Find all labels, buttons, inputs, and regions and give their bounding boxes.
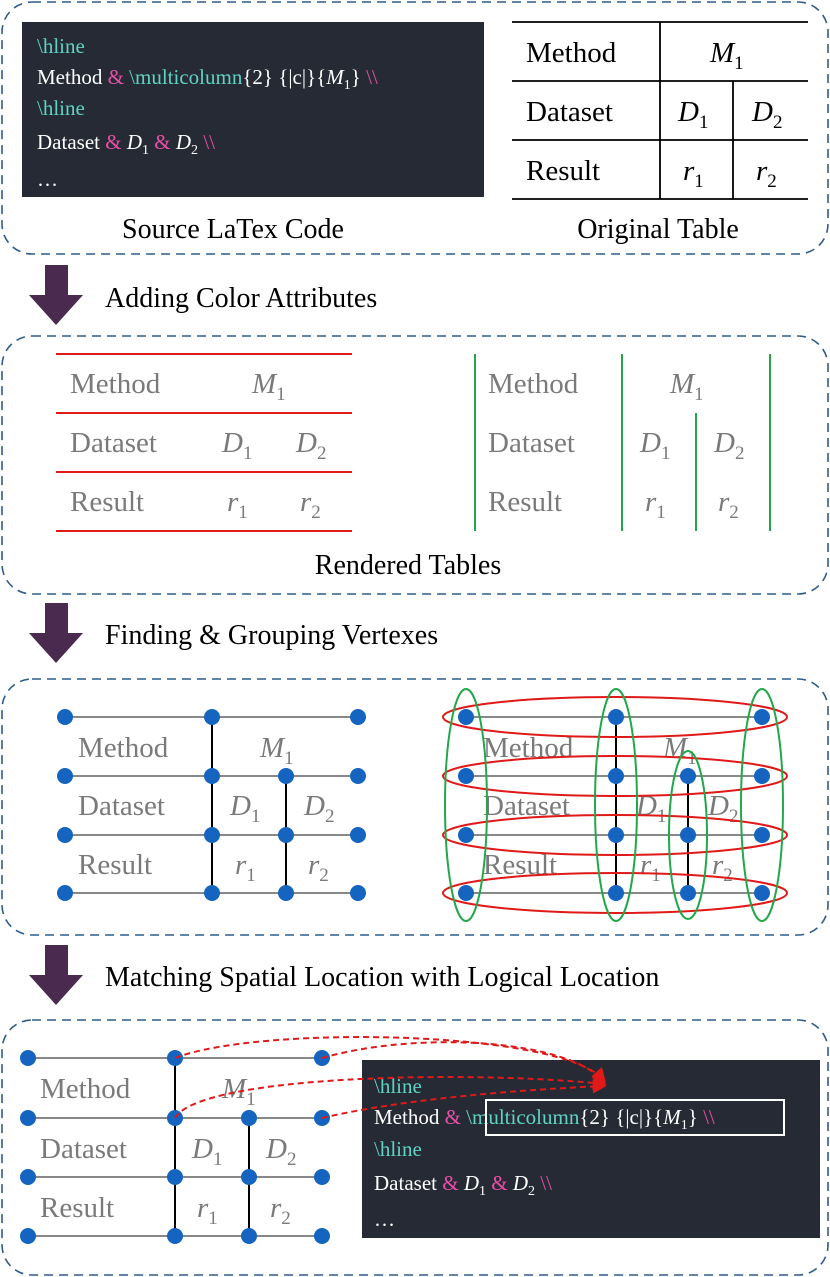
svg-text:D2: D2 <box>713 427 744 464</box>
panel-source <box>1 1 829 255</box>
svg-text:D2: D2 <box>303 790 334 827</box>
svg-text:Method: Method <box>78 732 169 764</box>
svg-text:D1: D1 <box>221 427 252 464</box>
caption-source-latex: Source LaTex Code <box>122 214 344 245</box>
svg-text:D1: D1 <box>639 427 670 464</box>
svg-text:M1: M1 <box>221 1073 256 1110</box>
svg-text:Method: Method <box>70 368 161 400</box>
vertex-grid-right-labels: Method M1 Dataset D1 D2 Result r1 r2 <box>483 732 738 886</box>
caption-rendered-tables: Rendered Tables <box>315 550 501 581</box>
matching-code-box <box>362 1060 820 1238</box>
code-line-1: \hline <box>37 34 85 58</box>
svg-text:M1: M1 <box>669 368 704 405</box>
panel-matching <box>1 1019 829 1276</box>
svg-text:r1: r1 <box>235 849 256 886</box>
svg-text:r2: r2 <box>712 849 733 886</box>
vertex-dots-right <box>458 709 770 901</box>
svg-text:r1: r1 <box>645 486 666 523</box>
svg-text:D1: D1 <box>229 790 260 827</box>
orig-method: Method <box>526 37 617 69</box>
svg-text:Result: Result <box>78 849 152 881</box>
orig-d1: D1 <box>677 96 708 133</box>
svg-text:D1: D1 <box>191 1133 222 1170</box>
code-line-5: … <box>37 167 58 191</box>
svg-text:r2: r2 <box>718 486 739 523</box>
svg-text:Dataset: Dataset <box>78 790 165 822</box>
svg-text:Result: Result <box>488 486 562 518</box>
orig-m1: M1 <box>709 37 744 74</box>
svg-text:D2: D2 <box>265 1133 296 1170</box>
step-matching: Matching Spatial Location with Logical L… <box>105 962 659 993</box>
svg-text:M1: M1 <box>251 368 286 405</box>
svg-text:M1: M1 <box>662 732 697 769</box>
svg-text:Dataset: Dataset <box>40 1133 127 1165</box>
svg-text:M1: M1 <box>259 732 294 769</box>
code-line-4: Dataset & D1 & D2 \\ <box>37 130 215 159</box>
svg-text:Dataset: Dataset <box>70 427 157 459</box>
code-line-3: \hline <box>37 96 85 120</box>
step-finding-grouping: Finding & Grouping Vertexes <box>105 620 438 651</box>
svg-text:r2: r2 <box>308 849 329 886</box>
down-arrow-3 <box>29 945 83 1005</box>
svg-text:r1: r1 <box>227 486 248 523</box>
code-box <box>22 22 484 197</box>
match-code-line-2: Method & \multicolumn{2} {|c|}{M1} \\ <box>374 1105 715 1133</box>
svg-text:r1: r1 <box>197 1192 218 1229</box>
svg-text:Method: Method <box>488 368 579 400</box>
match-code-line-4: Dataset & D1 & D2 \\ <box>374 1171 552 1200</box>
orig-r1: r1 <box>683 155 704 192</box>
down-arrow-2 <box>29 603 83 663</box>
multicolumn-highlight-box <box>485 1099 785 1136</box>
orig-result: Result <box>526 155 600 187</box>
orig-r2: r2 <box>756 155 777 192</box>
svg-text:Result: Result <box>70 486 144 518</box>
panel-rendered <box>1 335 829 595</box>
svg-text:r2: r2 <box>300 486 321 523</box>
column-group-ellipses <box>444 688 784 922</box>
svg-text:D2: D2 <box>295 427 326 464</box>
step-adding-color: Adding Color Attributes <box>105 283 377 314</box>
green-vlines <box>474 354 771 531</box>
svg-text:Dataset: Dataset <box>488 427 575 459</box>
svg-text:D2: D2 <box>707 790 738 827</box>
svg-text:r2: r2 <box>270 1192 291 1229</box>
match-code-line-5: … <box>374 1207 395 1231</box>
orig-dataset: Dataset <box>526 96 613 128</box>
caption-original-table: Original Table <box>577 214 739 245</box>
orig-d2: D2 <box>751 96 782 133</box>
matching-arrows <box>174 1036 607 1119</box>
svg-text:Result: Result <box>40 1192 114 1224</box>
down-arrow-1 <box>29 265 83 325</box>
match-code-line-3: \hline <box>374 1137 422 1161</box>
svg-text:Method: Method <box>40 1073 131 1105</box>
red-hlines <box>56 353 352 532</box>
original-table <box>512 21 808 200</box>
rendered-table-right: Method M1 Dataset D1 D2 Result r1 r2 <box>488 368 744 523</box>
rendered-table-left: Method M1 Dataset D1 D2 Result r1 r2 <box>70 368 326 523</box>
panel-vertexes <box>1 678 829 936</box>
code-line-2: Method & \multicolumn{2} {|c|}{M1} \\ <box>37 65 378 93</box>
vertex-grid-left-labels: Method M1 Dataset D1 D2 Result r1 r2 <box>78 732 334 886</box>
matching-grid-labels: Method M1 Dataset D1 D2 Result r1 r2 <box>40 1073 296 1229</box>
row-group-ellipses <box>442 696 788 914</box>
vertex-dots-left <box>57 709 366 901</box>
